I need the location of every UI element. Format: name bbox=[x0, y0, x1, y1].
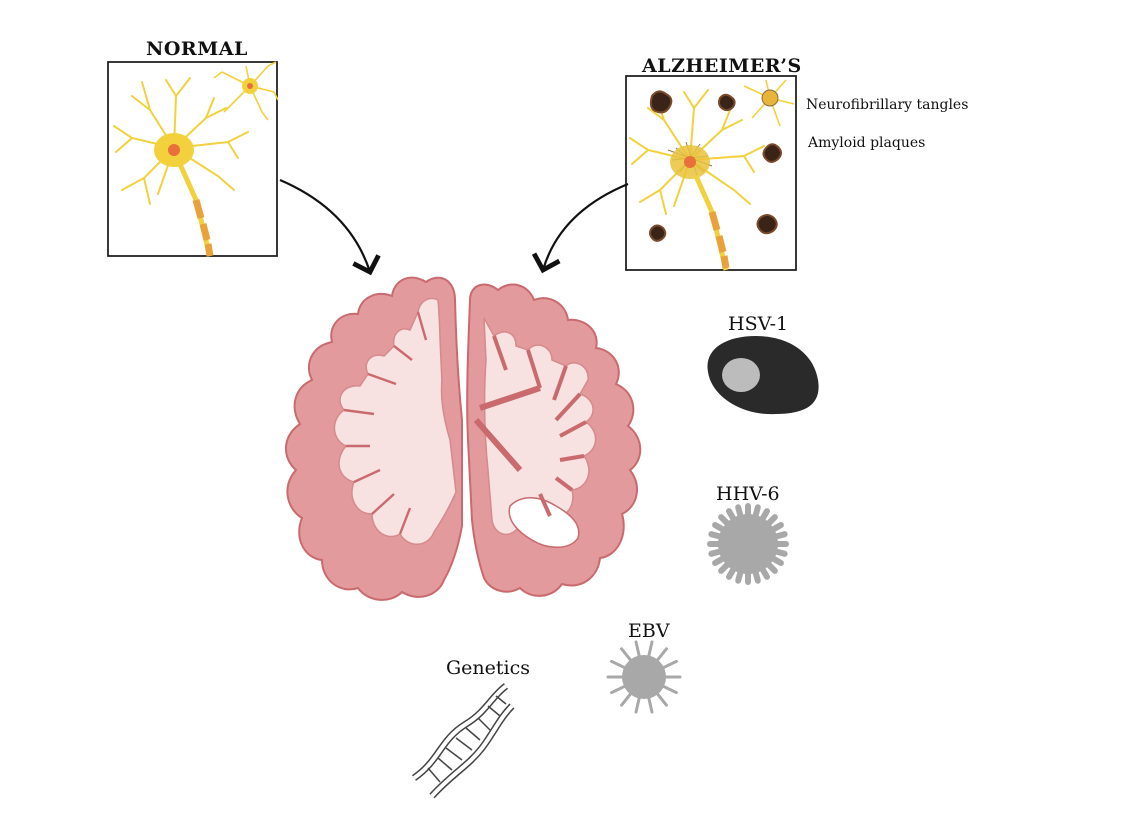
normal-panel bbox=[108, 62, 278, 256]
plaque bbox=[764, 144, 782, 162]
virus-spike bbox=[636, 696, 640, 712]
plaque bbox=[719, 95, 735, 110]
virus-spike bbox=[612, 661, 626, 668]
virus-spike bbox=[662, 686, 676, 693]
virus-spike bbox=[755, 507, 758, 519]
brain-left-hemisphere bbox=[286, 278, 462, 600]
virus-spike bbox=[721, 517, 729, 525]
virus-spike bbox=[773, 551, 785, 554]
virus-spike bbox=[715, 557, 725, 563]
virus-spike bbox=[738, 569, 741, 581]
virus-spike bbox=[656, 649, 666, 662]
virus-spike bbox=[761, 511, 767, 521]
plaque bbox=[650, 226, 665, 241]
virus-spike bbox=[766, 517, 774, 525]
virus-spike bbox=[715, 525, 725, 531]
virus-spike bbox=[656, 693, 666, 706]
virus-spike bbox=[755, 569, 758, 581]
hhv6-virus-icon bbox=[710, 506, 786, 582]
virus-spike bbox=[612, 686, 626, 693]
virus-spike bbox=[711, 534, 723, 537]
ebv-virus-icon bbox=[608, 642, 680, 712]
virus-spike bbox=[771, 557, 781, 563]
plaque bbox=[651, 91, 671, 112]
virus-spike bbox=[773, 534, 785, 537]
normal-small-nucleus bbox=[247, 83, 253, 89]
alzheimers-panel bbox=[626, 76, 796, 270]
normal-nucleus bbox=[168, 144, 180, 156]
virus-spike bbox=[721, 562, 729, 570]
virus-spike bbox=[636, 642, 640, 658]
virus-spike bbox=[662, 661, 676, 668]
virus-spike bbox=[729, 567, 735, 577]
virus-spike bbox=[622, 649, 632, 662]
arrow-alzheimers-to-brain bbox=[543, 184, 628, 270]
alz-small-soma bbox=[762, 90, 778, 106]
brain-right-hemisphere bbox=[467, 285, 640, 596]
alz-nucleus bbox=[684, 156, 696, 168]
virus-spike bbox=[729, 511, 735, 521]
virus-spike bbox=[648, 696, 652, 712]
virus-spike bbox=[648, 642, 652, 658]
virus-spike bbox=[738, 507, 741, 519]
virus-spike bbox=[761, 567, 767, 577]
plaque bbox=[758, 215, 777, 233]
hsv1-virus-icon bbox=[707, 336, 818, 414]
virus-spike bbox=[711, 551, 723, 554]
virus-spike bbox=[771, 525, 781, 531]
arrow-normal-to-brain bbox=[280, 180, 370, 272]
virus-spike bbox=[766, 562, 774, 570]
virus-spike bbox=[622, 693, 632, 706]
dna-icon bbox=[414, 686, 512, 796]
